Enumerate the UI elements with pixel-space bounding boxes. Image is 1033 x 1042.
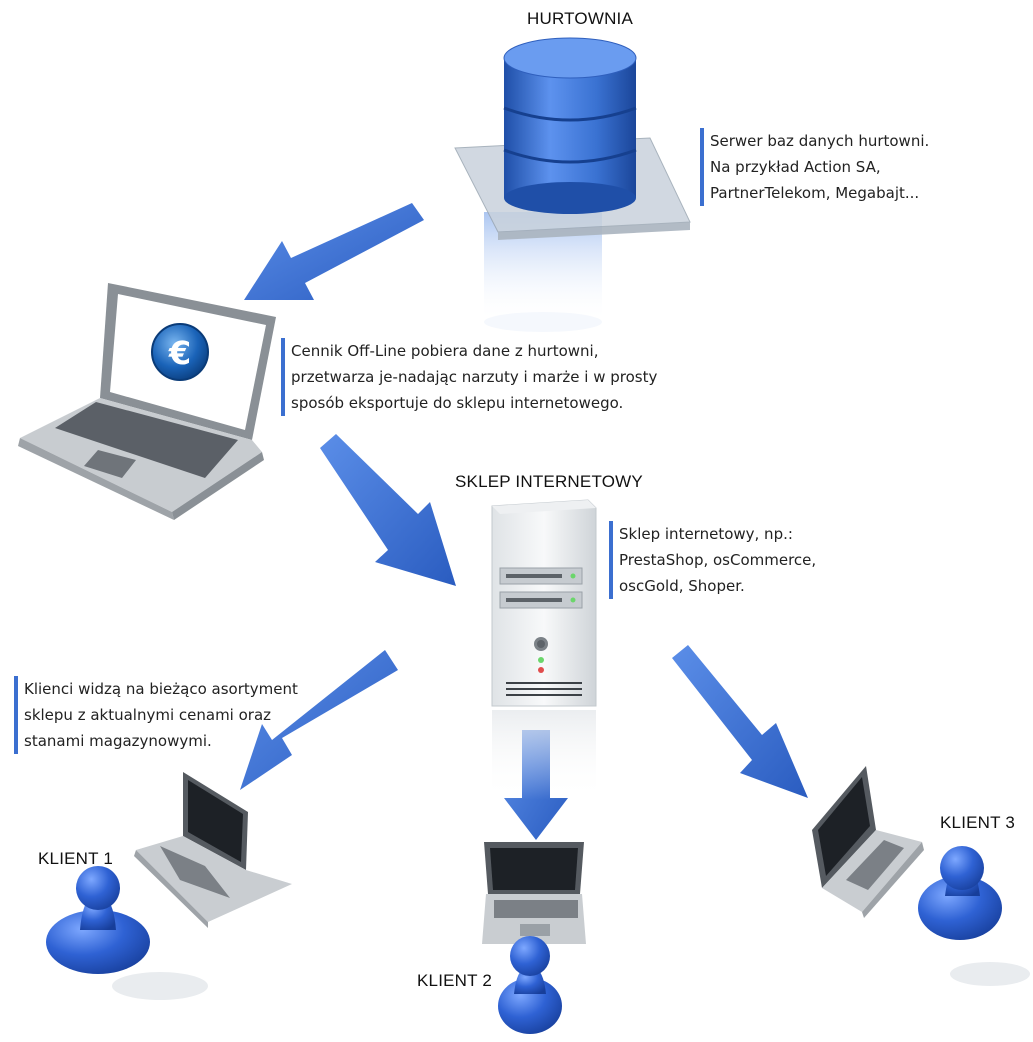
arrow-icon (320, 434, 456, 586)
arrow-icon (244, 203, 424, 300)
note-line: Sklep internetowy, np.: (619, 525, 793, 543)
pawn-icon (46, 866, 208, 1000)
klient-3-label: KLIENT 3 (940, 813, 1015, 832)
laptop-icon (482, 842, 586, 944)
laptop-icon (18, 283, 276, 520)
note-klienci: Klienci widzą na bieżąco asortyment skle… (14, 676, 298, 754)
note-sklep: Sklep internetowy, np.: PrestaShop, osCo… (609, 521, 816, 599)
klient-1-label: KLIENT 1 (38, 849, 113, 868)
note-line: Serwer baz danych hurtowni. (710, 132, 930, 150)
pawn-icon (498, 936, 562, 1034)
note-line: sklepu z aktualnymi cenami oraz (24, 706, 272, 724)
laptop-icon (134, 772, 292, 928)
svg-text:€: € (168, 334, 191, 372)
note-line: Na przykład Action SA, (710, 158, 881, 176)
note-line: Klienci widzą na bieżąco asortyment (24, 680, 298, 698)
note-line: Cennik Off-Line pobiera dane z hurtowni, (291, 342, 599, 360)
database-icon (454, 37, 691, 332)
hurtownia-label: HURTOWNIA (527, 9, 634, 28)
euro-icon: € (151, 323, 209, 381)
laptop-icon (812, 766, 924, 918)
note-hurtownia: Serwer baz danych hurtowni. Na przykład … (700, 128, 929, 206)
note-line: przetwarza je-nadając narzuty i marże i … (291, 368, 658, 386)
pawn-icon (918, 846, 1030, 986)
arrow-icon (240, 650, 398, 790)
arrow-icon (672, 645, 808, 798)
note-line: oscGold, Shoper. (619, 577, 745, 595)
note-line: sposób eksportuje do sklepu internetoweg… (291, 394, 624, 412)
server-tower-icon (491, 499, 597, 800)
note-line: PrestaShop, osCommerce, (619, 551, 817, 569)
note-cennik: Cennik Off-Line pobiera dane z hurtowni,… (281, 338, 657, 416)
note-line: PartnerTelekom, Megabajt... (710, 184, 920, 202)
note-line: stanami magazynowymi. (24, 732, 212, 750)
sklep-internetowy-label: SKLEP INTERNETOWY (455, 472, 643, 491)
klient-2-label: KLIENT 2 (417, 971, 492, 990)
